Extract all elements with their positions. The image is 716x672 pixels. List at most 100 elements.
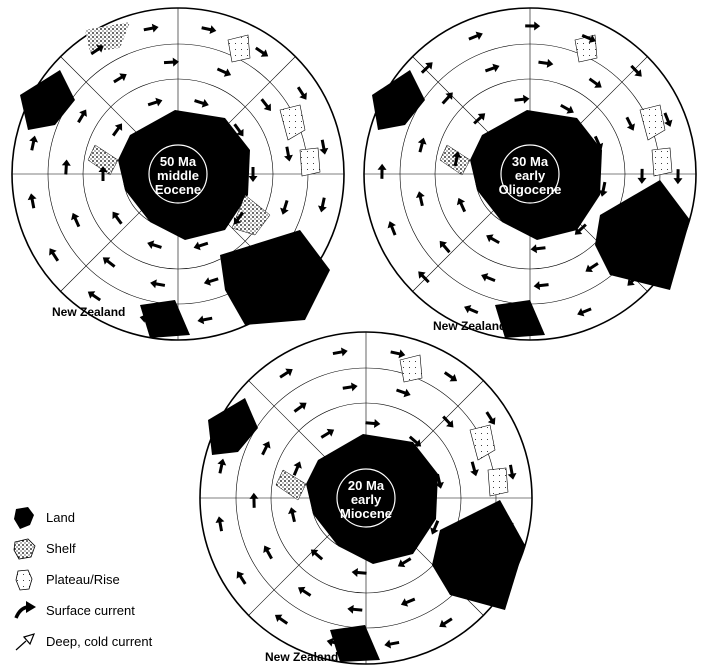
surface-current-arrow xyxy=(90,45,104,56)
epoch-label-line1: early xyxy=(351,492,382,507)
surface-current-arrow xyxy=(147,97,163,107)
surface-current-arrow xyxy=(87,291,102,302)
surface-current-arrow xyxy=(377,163,387,179)
surface-current-arrow xyxy=(439,617,453,628)
surface-current-arrow xyxy=(365,418,381,428)
surface-current-arrow xyxy=(627,274,640,286)
surface-current-arrow xyxy=(598,181,608,197)
surface-current-arrow xyxy=(585,262,599,273)
epoch-label-line2: Oligocene xyxy=(499,182,562,197)
surface-current-arrow xyxy=(216,67,232,77)
surface-current-arrow xyxy=(201,25,217,35)
surface-current-arrow xyxy=(538,58,554,68)
deep-cold-current-arrow-icon xyxy=(15,633,36,651)
surface-current-arrow xyxy=(215,516,225,532)
surface-current-arrow xyxy=(588,77,602,88)
surface-current-arrow xyxy=(660,225,671,240)
surface-current-arrow xyxy=(61,159,71,175)
epoch-label-line2: Eocene xyxy=(155,182,201,197)
surface-current-arrow xyxy=(320,428,335,439)
surface-current-arrow xyxy=(623,220,633,235)
surface-current-arrow xyxy=(390,349,406,359)
epoch-label-line1: early xyxy=(515,168,546,183)
surface-current-arrow xyxy=(326,637,342,647)
surface-current-arrow xyxy=(298,586,312,597)
surface-current-arrow xyxy=(663,112,673,127)
surface-current-arrow xyxy=(351,568,367,578)
surface-current-arrow xyxy=(470,461,479,477)
center-label-disc xyxy=(148,144,208,204)
surface-current-arrow xyxy=(112,211,123,225)
surface-current-arrow xyxy=(293,402,307,413)
surface-current-arrow xyxy=(279,368,293,379)
legend-item-plateau-rise: Plateau/Rise xyxy=(10,567,210,598)
map-30ma-labels: 30 Ma early Oligocene New Zealand xyxy=(433,154,561,333)
surface-current-arrow xyxy=(525,21,541,31)
map-30ma xyxy=(363,7,697,341)
surface-current-arrow xyxy=(574,223,587,235)
surface-current-arrow xyxy=(395,388,411,398)
age-label: 20 Ma xyxy=(348,478,385,493)
surface-current-arrow xyxy=(456,197,467,213)
legend: Land Shelf Plateau/Rise Surface current … xyxy=(10,505,210,660)
map-50ma-labels: 50 Ma middle Eocene New Zealand xyxy=(52,154,201,319)
surface-current-arrow xyxy=(484,63,500,73)
legend-item-deep-cold-current: Deep, cold current xyxy=(10,629,210,660)
legend-label: Deep, cold current xyxy=(46,634,153,649)
legend-label: Plateau/Rise xyxy=(46,572,120,587)
surface-current-arrow xyxy=(417,137,427,153)
land-masses xyxy=(372,70,690,338)
surface-current-arrow xyxy=(295,250,306,265)
surface-current-arrow xyxy=(347,604,363,614)
surface-current-arrow xyxy=(443,371,458,382)
surface-current-arrow xyxy=(263,545,273,560)
surface-current-arrow xyxy=(446,563,458,577)
surface-current-arrow xyxy=(274,614,289,625)
surface-current-arrows xyxy=(27,21,683,649)
place-label: New Zealand xyxy=(265,650,338,664)
surface-current-arrow xyxy=(249,492,259,508)
surface-current-arrow xyxy=(505,522,515,538)
surface-current-arrow xyxy=(194,99,209,108)
surface-current-arrow xyxy=(637,168,647,184)
surface-current-arrow xyxy=(470,514,480,530)
surface-current-arrow xyxy=(150,279,166,289)
plateaus xyxy=(227,34,321,177)
age-label: 50 Ma xyxy=(160,154,197,169)
surface-current-arrow xyxy=(435,473,444,489)
center-label-disc xyxy=(500,144,560,204)
surface-current-arrow xyxy=(252,292,266,303)
surface-current-arrow xyxy=(533,281,549,291)
center-label-disc xyxy=(336,468,396,528)
plateaus xyxy=(399,354,509,497)
place-label: New Zealand xyxy=(52,305,125,319)
surface-current-arrow xyxy=(625,116,635,131)
legend-item-land: Land xyxy=(10,505,210,536)
surface-current-arrow xyxy=(29,135,39,151)
place-label: New Zealand xyxy=(433,319,506,333)
surface-current-arrow xyxy=(319,139,329,155)
surface-current-arrow xyxy=(577,307,592,317)
surface-current-arrow xyxy=(163,57,179,67)
surface-current-arrow xyxy=(147,240,162,249)
surface-current-arrow xyxy=(49,248,60,262)
surface-current-arrow xyxy=(400,597,416,607)
surface-current-arrow xyxy=(143,23,159,33)
surface-current-arrow xyxy=(50,83,61,98)
surface-current-arrow xyxy=(102,257,116,268)
surface-current-arrow xyxy=(452,151,462,167)
age-label: 30 Ma xyxy=(512,154,549,169)
surface-current-arrow xyxy=(430,520,440,535)
surface-current-arrow xyxy=(442,415,454,428)
surface-current-arrow xyxy=(236,571,247,585)
surface-current-arrow xyxy=(239,406,250,421)
surface-current-arrow xyxy=(384,639,400,649)
epoch-label-line2: Miocene xyxy=(340,506,392,521)
surface-current-arrow xyxy=(630,64,642,77)
surface-current-arrow xyxy=(98,166,108,181)
legend-item-surface-current: Surface current xyxy=(10,598,210,629)
surface-current-arrow xyxy=(261,441,271,456)
surface-current-arrow xyxy=(464,304,479,315)
surface-current-arrow xyxy=(113,73,127,84)
